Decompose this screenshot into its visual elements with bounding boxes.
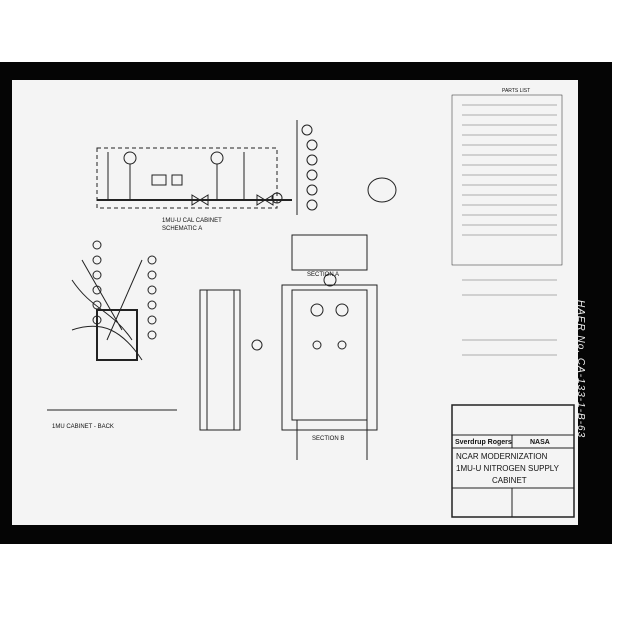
parts-list-title: PARTS LIST xyxy=(502,88,530,94)
cylinder-stack xyxy=(296,120,397,215)
elevation-label: 1MU CABINET - BACK xyxy=(52,424,114,430)
drawing-sheet: 1MU-U CAL CABINET SCHEMATIC A 1MU CABINE… xyxy=(12,80,578,525)
section-b-label: SECTION B xyxy=(312,436,344,442)
section-a-view xyxy=(199,289,263,431)
valve-panel-diagram: 1MU CABINET - BACK xyxy=(47,240,177,430)
parts-list: PARTS LIST xyxy=(451,88,563,356)
haer-side-label: HAER No. CA-133-1-B-63 xyxy=(575,300,586,439)
section-a-label: SECTION A xyxy=(307,272,339,278)
cal-cabinet-schematic: 1MU-U CAL CABINET SCHEMATIC A xyxy=(96,147,292,232)
schematic-title: 1MU-U CAL CABINET xyxy=(162,218,222,224)
schematic-subtitle: SCHEMATIC A xyxy=(162,226,202,232)
section-b-view: SECTION A SECTION B xyxy=(281,234,378,460)
company-name: Sverdrup Rogers xyxy=(455,439,512,446)
drawing-title-2: CABINET xyxy=(492,476,527,485)
title-block: Sverdrup Rogers NASA NCAR MODERNIZATION … xyxy=(451,404,575,518)
drawing-title-1: 1MU-U NITROGEN SUPPLY xyxy=(456,464,560,473)
agency-name: NASA xyxy=(530,439,550,446)
schematic-drawing: 1MU-U CAL CABINET SCHEMATIC A 1MU CABINE… xyxy=(47,88,575,518)
project-name: NCAR MODERNIZATION xyxy=(456,452,548,461)
